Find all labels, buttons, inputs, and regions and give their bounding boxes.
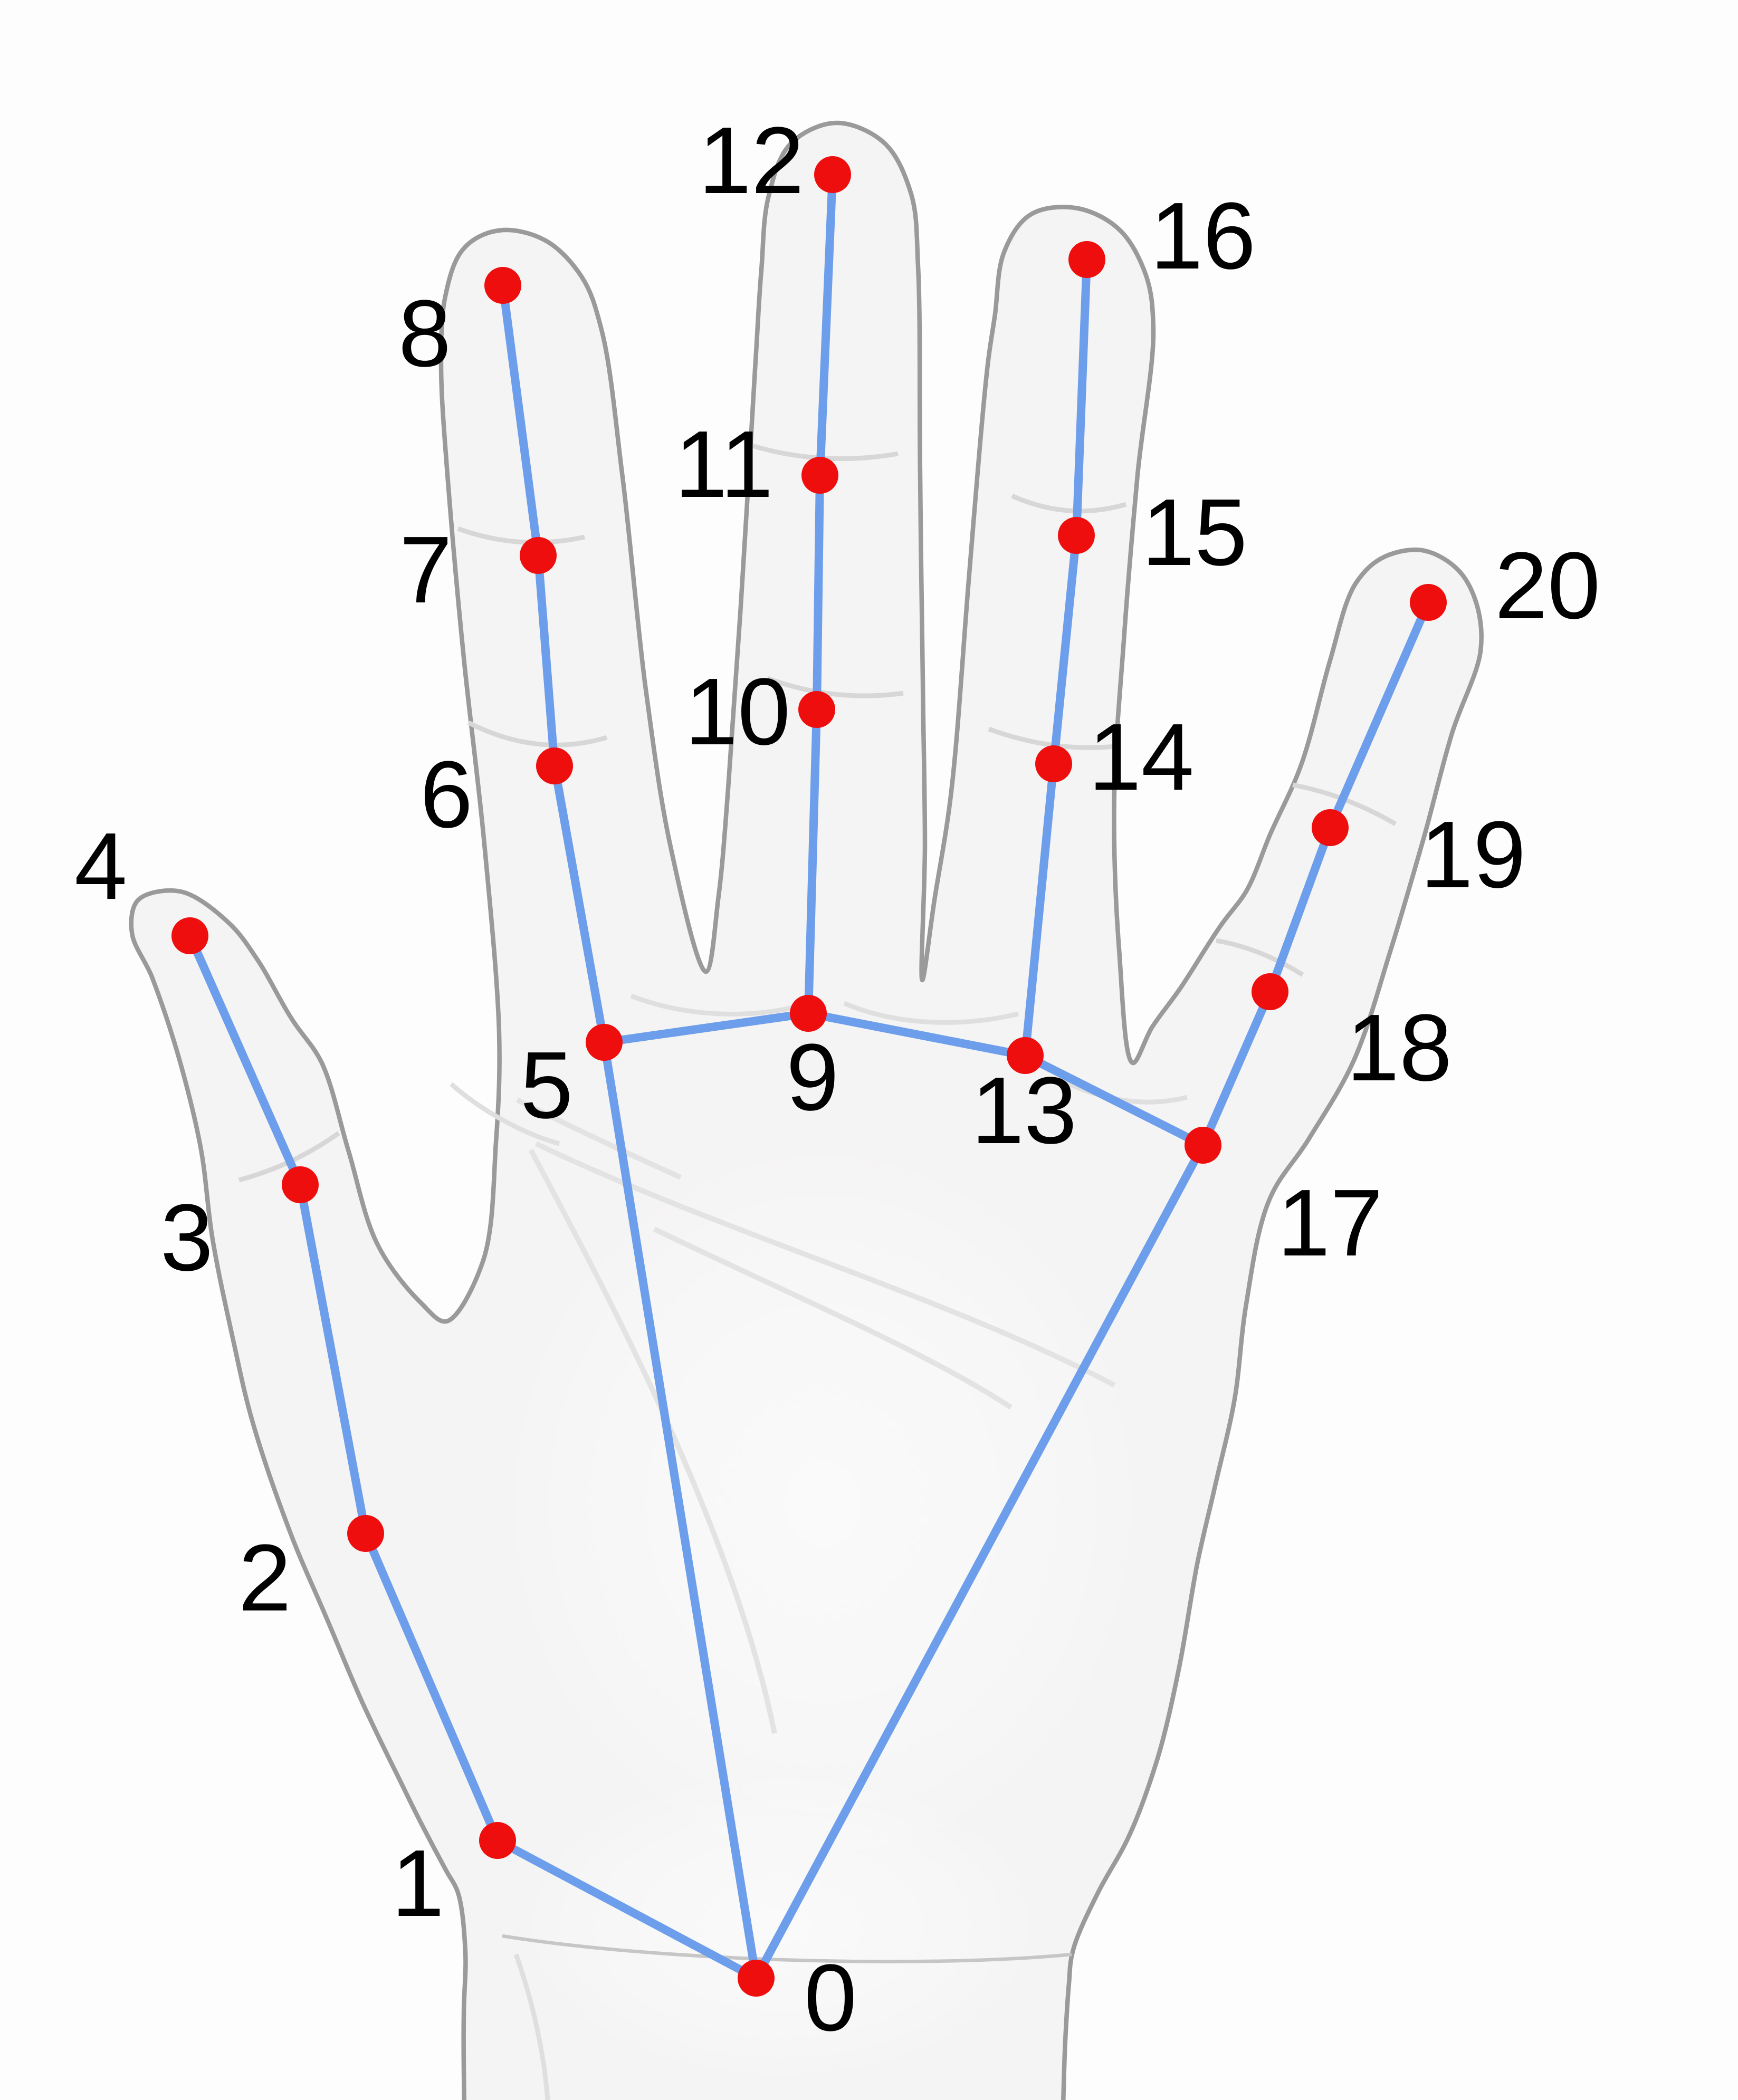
svg-text:5: 5 xyxy=(520,1032,573,1138)
svg-text:1: 1 xyxy=(391,1830,444,1936)
svg-text:3: 3 xyxy=(160,1185,213,1291)
svg-text:15: 15 xyxy=(1142,480,1247,586)
svg-text:20: 20 xyxy=(1495,533,1600,639)
svg-text:4: 4 xyxy=(74,813,127,919)
svg-text:6: 6 xyxy=(420,742,473,848)
svg-text:19: 19 xyxy=(1420,802,1526,908)
svg-text:2: 2 xyxy=(238,1525,291,1631)
svg-text:17: 17 xyxy=(1277,1170,1383,1276)
svg-text:7: 7 xyxy=(399,517,452,623)
svg-text:8: 8 xyxy=(398,281,451,387)
svg-text:18: 18 xyxy=(1347,995,1452,1101)
svg-text:13: 13 xyxy=(971,1058,1077,1164)
svg-text:11: 11 xyxy=(675,411,773,517)
svg-text:0: 0 xyxy=(804,1945,857,2051)
svg-text:14: 14 xyxy=(1088,704,1194,810)
svg-text:10: 10 xyxy=(685,659,790,765)
svg-text:12: 12 xyxy=(699,108,804,214)
svg-text:16: 16 xyxy=(1150,183,1256,289)
svg-text:9: 9 xyxy=(786,1024,839,1130)
